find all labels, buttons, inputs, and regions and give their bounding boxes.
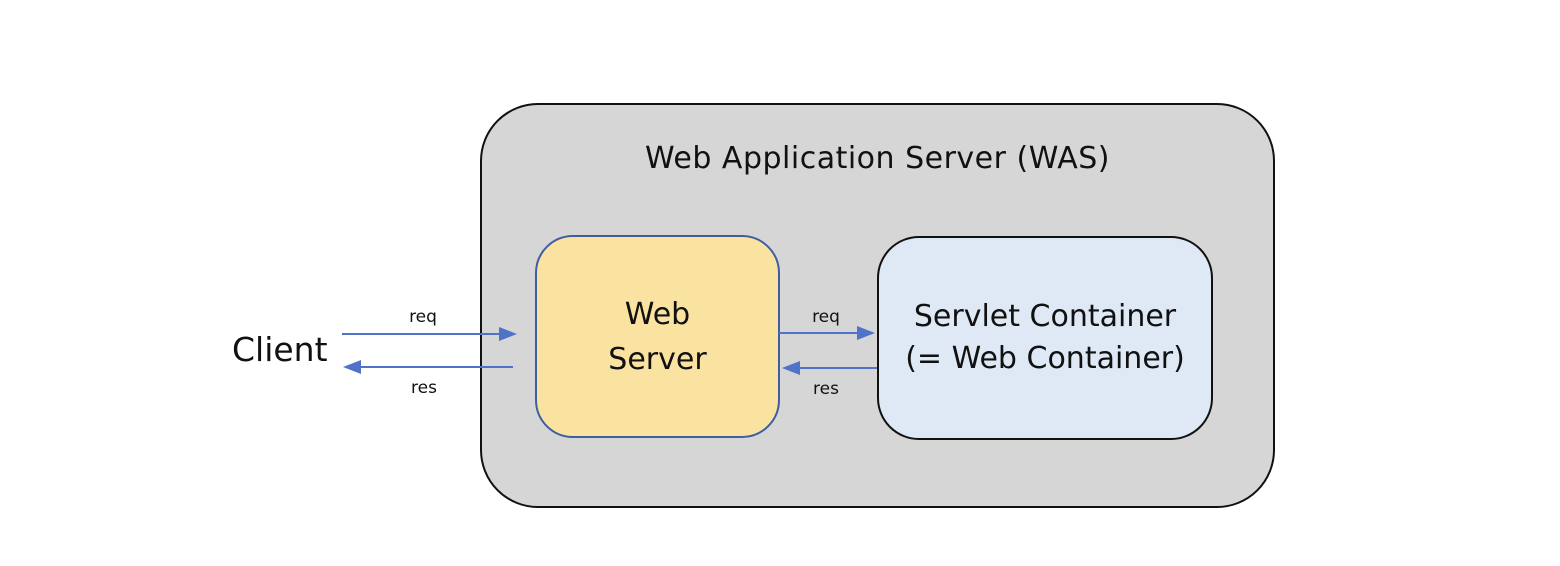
servlet-container-node: Servlet Container (= Web Container) <box>877 236 1213 440</box>
servlet-container-label-line2: (= Web Container) <box>905 341 1185 376</box>
web-server-label-line2: Server <box>608 341 707 377</box>
client-req-arrow-label: req <box>409 307 437 327</box>
webserver-res-arrow-label: res <box>813 379 839 399</box>
was-title: Web Application Server (WAS) <box>644 141 1110 176</box>
client-node-label: Client <box>232 330 328 369</box>
web-server-node: Web Server <box>535 235 780 438</box>
webserver-req-arrow-label: req <box>812 307 840 327</box>
client-res-arrow-label: res <box>411 378 437 398</box>
servlet-container-label-line1: Servlet Container <box>913 299 1177 334</box>
web-server-label-line1: Web <box>624 296 691 332</box>
